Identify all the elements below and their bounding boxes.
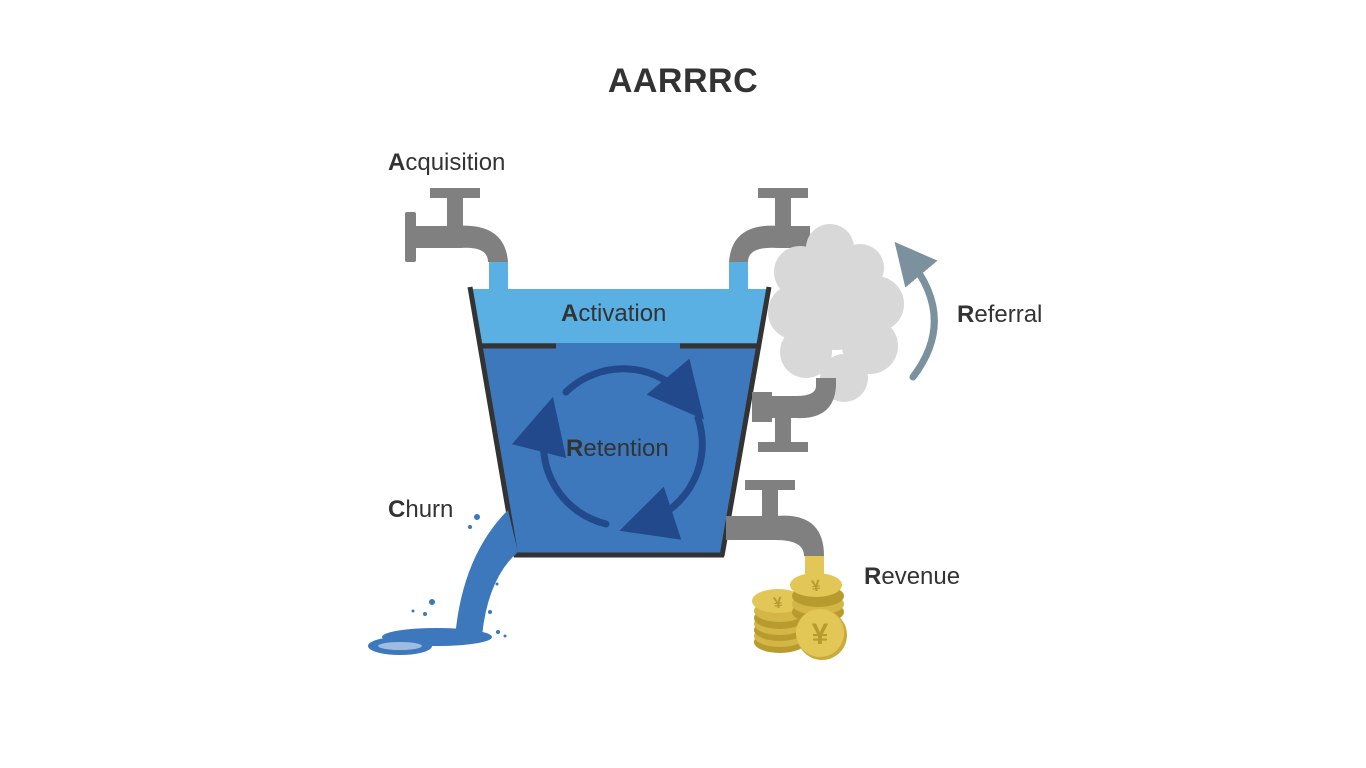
label-activation: Activation xyxy=(561,300,666,328)
referral-curved-arrow-icon xyxy=(894,241,938,381)
revenue-faucet-icon xyxy=(726,480,824,576)
label-churn-initial: C xyxy=(388,496,406,523)
activation-layer xyxy=(472,289,768,343)
referral-faucet-icon xyxy=(752,378,836,452)
label-churn-rest: hurn xyxy=(405,496,454,523)
label-activation-initial: A xyxy=(561,300,579,327)
label-referral: Referral xyxy=(957,301,1042,329)
page-title: AARRRC xyxy=(607,62,759,100)
label-revenue: Revenue xyxy=(864,563,960,591)
label-referral-initial: R xyxy=(957,301,975,328)
referral-cloud-icon xyxy=(768,224,904,402)
label-acquisition: Acquisition xyxy=(388,149,505,177)
activation-faucet-icon xyxy=(729,188,810,290)
revenue-coin-stack-icon xyxy=(752,573,847,660)
churn-water-spill-icon xyxy=(368,510,518,655)
retention-cycle-icon xyxy=(511,358,706,540)
label-acquisition-initial: A xyxy=(388,149,406,176)
acquisition-faucet-icon xyxy=(405,188,508,290)
label-retention: Retention xyxy=(566,435,669,463)
label-activation-rest: ctivation xyxy=(578,300,667,327)
label-retention-initial: R xyxy=(566,435,584,462)
coin-symbol-front: ¥ xyxy=(812,618,829,651)
label-revenue-initial: R xyxy=(864,563,882,590)
coin-symbol-back: ¥ xyxy=(810,577,821,595)
coin-symbol-left: ¥ xyxy=(772,594,783,612)
label-retention-rest: etention xyxy=(583,435,669,462)
label-acquisition-rest: cquisition xyxy=(405,149,506,176)
label-revenue-rest: evenue xyxy=(881,563,961,590)
label-referral-rest: eferral xyxy=(974,301,1043,328)
label-churn: Churn xyxy=(388,496,453,524)
